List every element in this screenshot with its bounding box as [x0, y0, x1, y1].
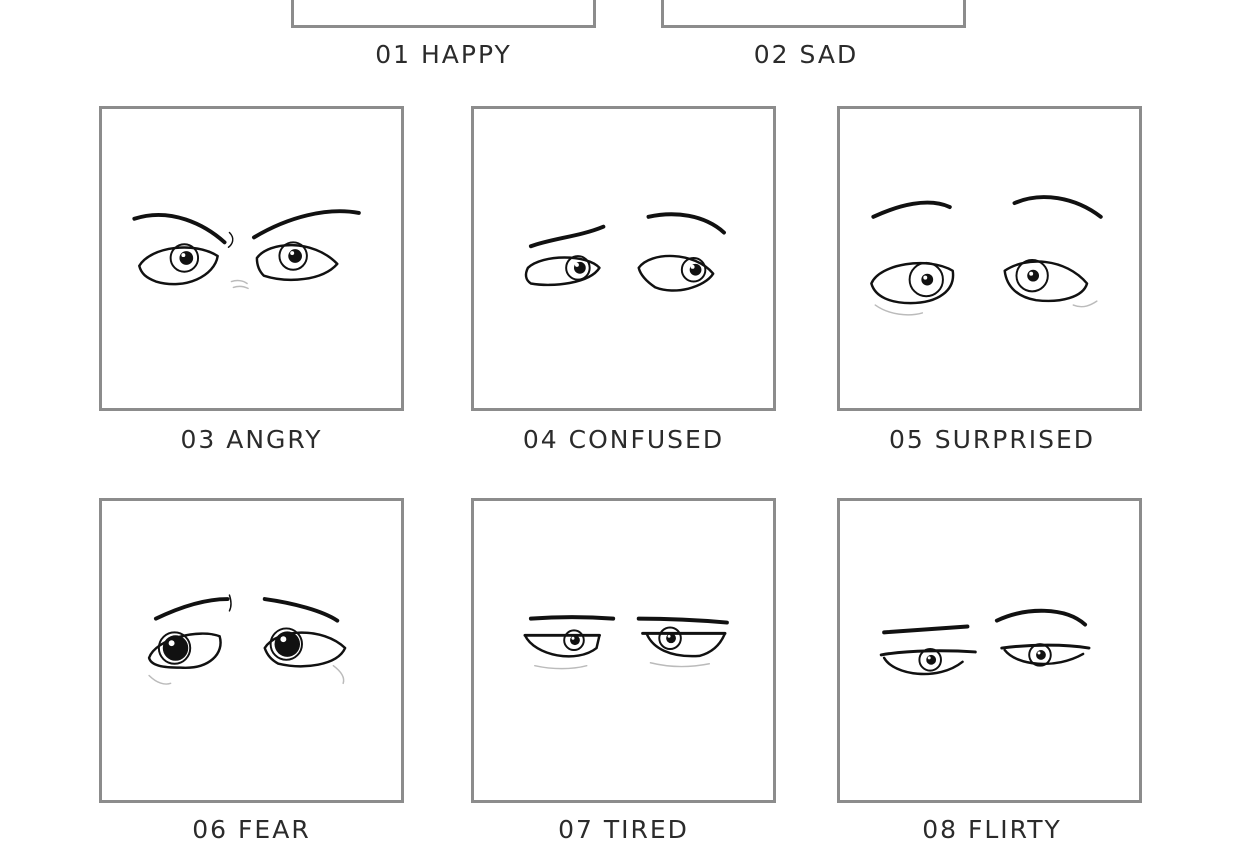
caption-tired: 07 TIRED [558, 815, 689, 844]
panel-angry [99, 106, 404, 411]
caption-surprised: 05 SURPRISED [888, 425, 1096, 454]
caption-happy: 01 HAPPY [375, 40, 512, 69]
caption-confused: 04 CONFUSED [522, 425, 725, 454]
caption-fear: 06 FEAR [192, 815, 311, 844]
surprised-eyes-drawing [870, 195, 1103, 316]
caption-angry: 03 ANGRY [180, 425, 323, 454]
caption-sad: 02 SAD [753, 40, 859, 69]
panel-fear [99, 498, 404, 803]
flirty-eyes-drawing [879, 608, 1091, 676]
panel-sad [661, 0, 966, 28]
panel-tired [471, 498, 776, 803]
fear-eyes-drawing [147, 594, 347, 685]
panel-flirty [837, 498, 1142, 803]
panel-surprised [837, 106, 1142, 411]
panel-happy [291, 0, 596, 28]
confused-eyes-drawing [524, 212, 726, 292]
caption-flirty: 08 FLIRTY [922, 815, 1062, 844]
angry-eyes-drawing [132, 209, 361, 290]
panel-confused [471, 106, 776, 411]
tired-eyes-drawing [523, 615, 729, 670]
